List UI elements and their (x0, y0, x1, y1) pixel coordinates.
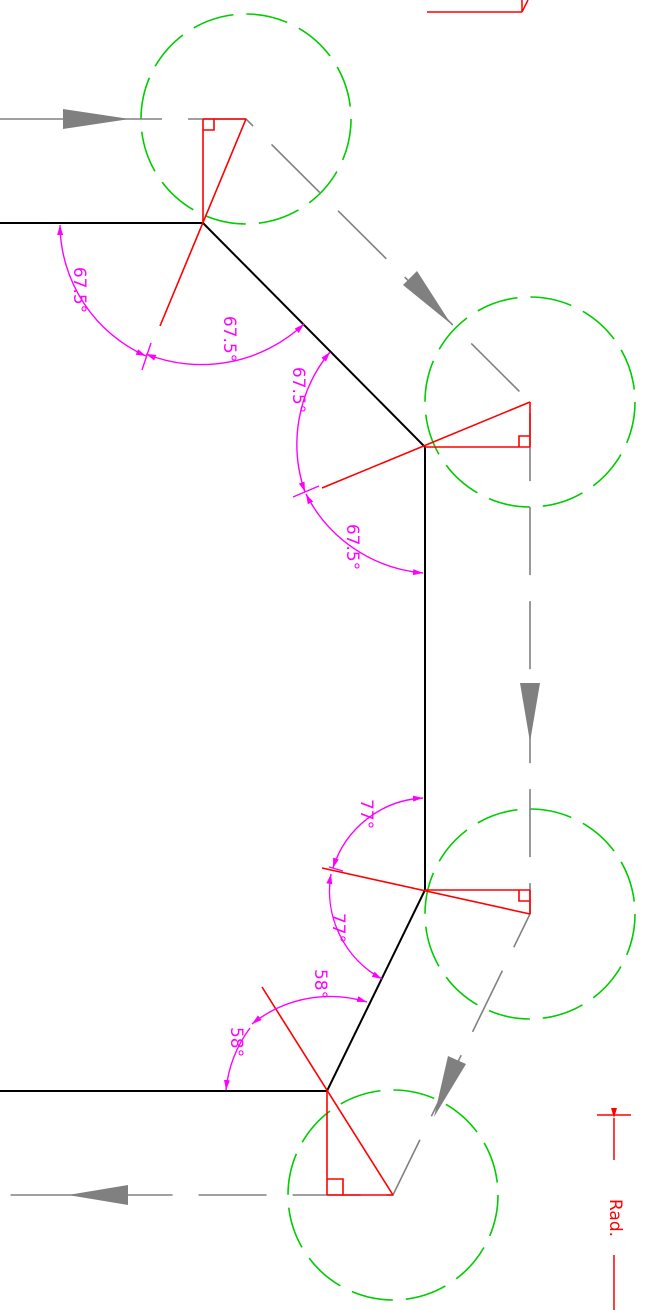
construction-lines (159, 118, 531, 1196)
angle-arc-5 (332, 795, 424, 869)
tool-circle-4 (287, 1089, 499, 1301)
angle-dimensions (57, 224, 424, 1091)
angle-arc-6 (326, 873, 383, 980)
angle-label-8: 58° (226, 1027, 246, 1057)
angle-label-3: 67.5° (288, 367, 308, 413)
angle-arc-4 (305, 493, 424, 576)
tool-circles (140, 13, 636, 1301)
tool-circle-2 (424, 296, 636, 508)
radius-dimension (597, 1108, 631, 1310)
angle-arc-1 (57, 224, 147, 357)
angle-arc-7 (251, 995, 368, 1025)
path-arrow-diagonal (403, 271, 451, 324)
path-arrow-down-left (434, 1056, 466, 1117)
angle-label-6: 77° (328, 913, 348, 943)
workpiece-profile (0, 222, 426, 1092)
path-arrow-down (520, 683, 540, 742)
angle-arc-3 (296, 351, 331, 493)
path-direction-arrows (63, 109, 540, 1205)
dimension-ticks (141, 342, 344, 872)
angle-arc-8 (224, 1027, 251, 1091)
angle-label-5: 77° (356, 799, 376, 829)
path-arrow-left (68, 1185, 128, 1205)
right-angle-mark-3 (518, 890, 530, 902)
path-arrow-right (63, 109, 130, 129)
tool-circle-3 (424, 808, 636, 1020)
angle-label-2: 67.5° (219, 316, 239, 362)
angle-label-7: 58° (310, 969, 330, 999)
tool-circle-1 (140, 13, 352, 225)
radius-label: Rad. (605, 1199, 625, 1237)
right-angle-mark-4 (327, 1178, 344, 1195)
right-angle-mark-2 (518, 435, 530, 447)
angle-labels: 67.5° 67.5° 67.5° 67.5° 77° 77° 58° 58° (69, 267, 376, 1057)
angle-label-4: 67.5° (342, 524, 362, 570)
angle-arc-2 (145, 323, 305, 366)
angle-label-1: 67.5° (69, 267, 89, 313)
top-edge-fragment (427, 0, 529, 13)
right-angle-mark-1 (203, 119, 215, 131)
